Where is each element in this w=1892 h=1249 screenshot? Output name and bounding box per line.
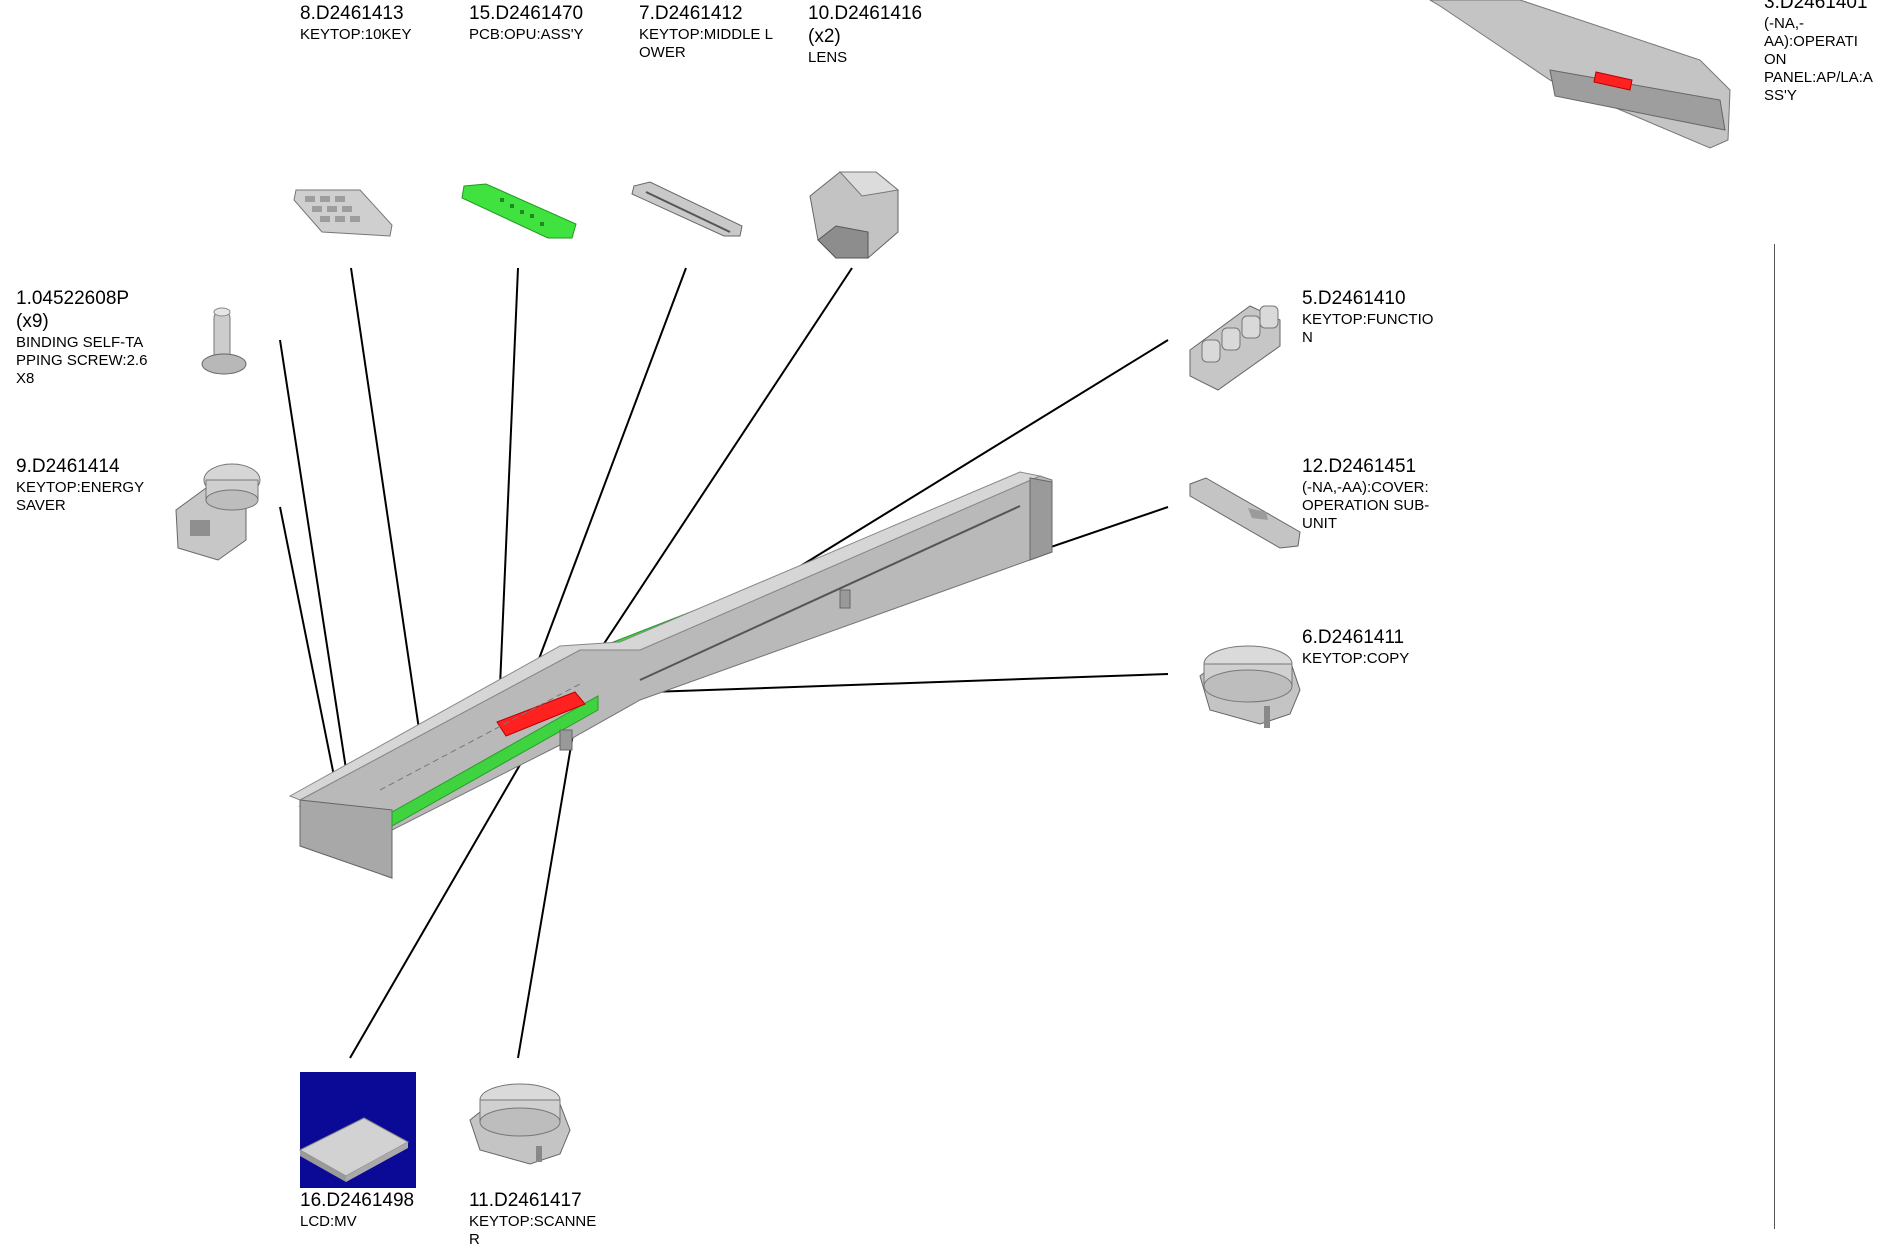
callout-p7: 7.D2461412 KEYTOP:MIDDLE L OWER [639,3,773,62]
part-image-p5 [1189,305,1281,391]
part-number: 16.D2461498 [300,1190,415,1211]
part-image-p11 [469,1083,571,1165]
part-number: 15.D2461470 [469,3,584,24]
part-quantity: (x2) [808,25,841,47]
operation-panel-assembly [288,471,1053,879]
part-number: 8.D2461413 [300,3,404,24]
callout-p10: 10.D2461416 (x2) LENS [808,3,922,67]
callout-p16: 16.D2461498 LCD:MV [300,1190,414,1231]
callout-p11: 11.D2461417 KEYTOP:SCANNE R [469,1190,596,1249]
leader-p8 [350,267,426,771]
part-number: 12.D2461451 [1302,456,1417,477]
leader-p15 [496,267,519,757]
leader-p6 [621,673,1169,694]
part-number: 7.D2461412 [639,3,743,24]
part-description: (-NA,-AA):COVER: OPERATION SUB- UNIT [1302,478,1430,532]
part-number: 10.D2461416 [808,3,923,24]
leader-lines [279,267,1169,1059]
part-image-p16 [298,1072,416,1188]
callout-p3: 3.D2461401 (-NA,-AA):OPERATI ON PANEL:AP… [1764,0,1892,105]
leader-p9 [279,506,343,817]
part-description: BINDING SELF-TA PPING SCREW:2.6 X8 [16,333,148,387]
part-description: (-NA,-AA):OPERATI ON PANEL:AP/LA:A SS'Y [1764,14,1873,104]
part-number: 6.D2461411 [1302,627,1405,648]
part-description: LENS [808,48,848,66]
callout-p1: 1.04522608P (x9) BINDING SELF-TA PPING S… [16,288,147,388]
callout-p8: 8.D2461413 KEYTOP:10KEY [300,3,411,44]
part-description: KEYTOP:FUNCTIO N [1302,310,1434,346]
leader-p1 [279,339,353,809]
callout-p6: 6.D2461411 KEYTOP:COPY [1302,627,1409,668]
leader-p10 [579,267,853,681]
part-image-p7 [631,181,743,237]
leader-p11 [517,692,581,1059]
leader-p16 [349,712,551,1059]
part-image-p15 [461,183,577,239]
part-image-p6 [1199,645,1301,728]
callout-p15: 15.D2461470 PCB:OPU:ASS'Y [469,3,584,44]
part-image-p10 [809,171,900,259]
part-image-p9 [175,463,261,561]
part-number: 11.D2461417 [469,1190,582,1211]
leader-p7 [515,267,687,721]
part-description: PCB:OPU:ASS'Y [469,25,584,43]
callout-p5: 5.D2461410 KEYTOP:FUNCTIO N [1302,288,1433,347]
part-number: 9.D2461414 [16,456,120,477]
part-quantity: (x9) [16,310,49,332]
part-number: 5.D2461410 [1302,288,1406,309]
part-image-p8 [293,189,393,237]
part-image-p12 [1189,477,1301,549]
callout-p9: 9.D2461414 KEYTOP:ENERGY SAVER [16,456,144,515]
part-description: KEYTOP:COPY [1302,649,1410,667]
part-image-p1 [201,307,247,375]
vertical-divider [1774,244,1775,1229]
part-number: 1.04522608P [16,288,130,309]
part-description: KEYTOP:ENERGY SAVER [16,478,145,514]
part-image-p3 [1429,0,1731,149]
part-description: KEYTOP:MIDDLE L OWER [639,25,773,61]
callout-p12: 12.D2461451 (-NA,-AA):COVER: OPERATION S… [1302,456,1429,533]
part-number: 3.D2461401 [1764,0,1868,13]
part-description: LCD:MV [300,1212,357,1230]
part-description: KEYTOP:10KEY [300,25,412,43]
